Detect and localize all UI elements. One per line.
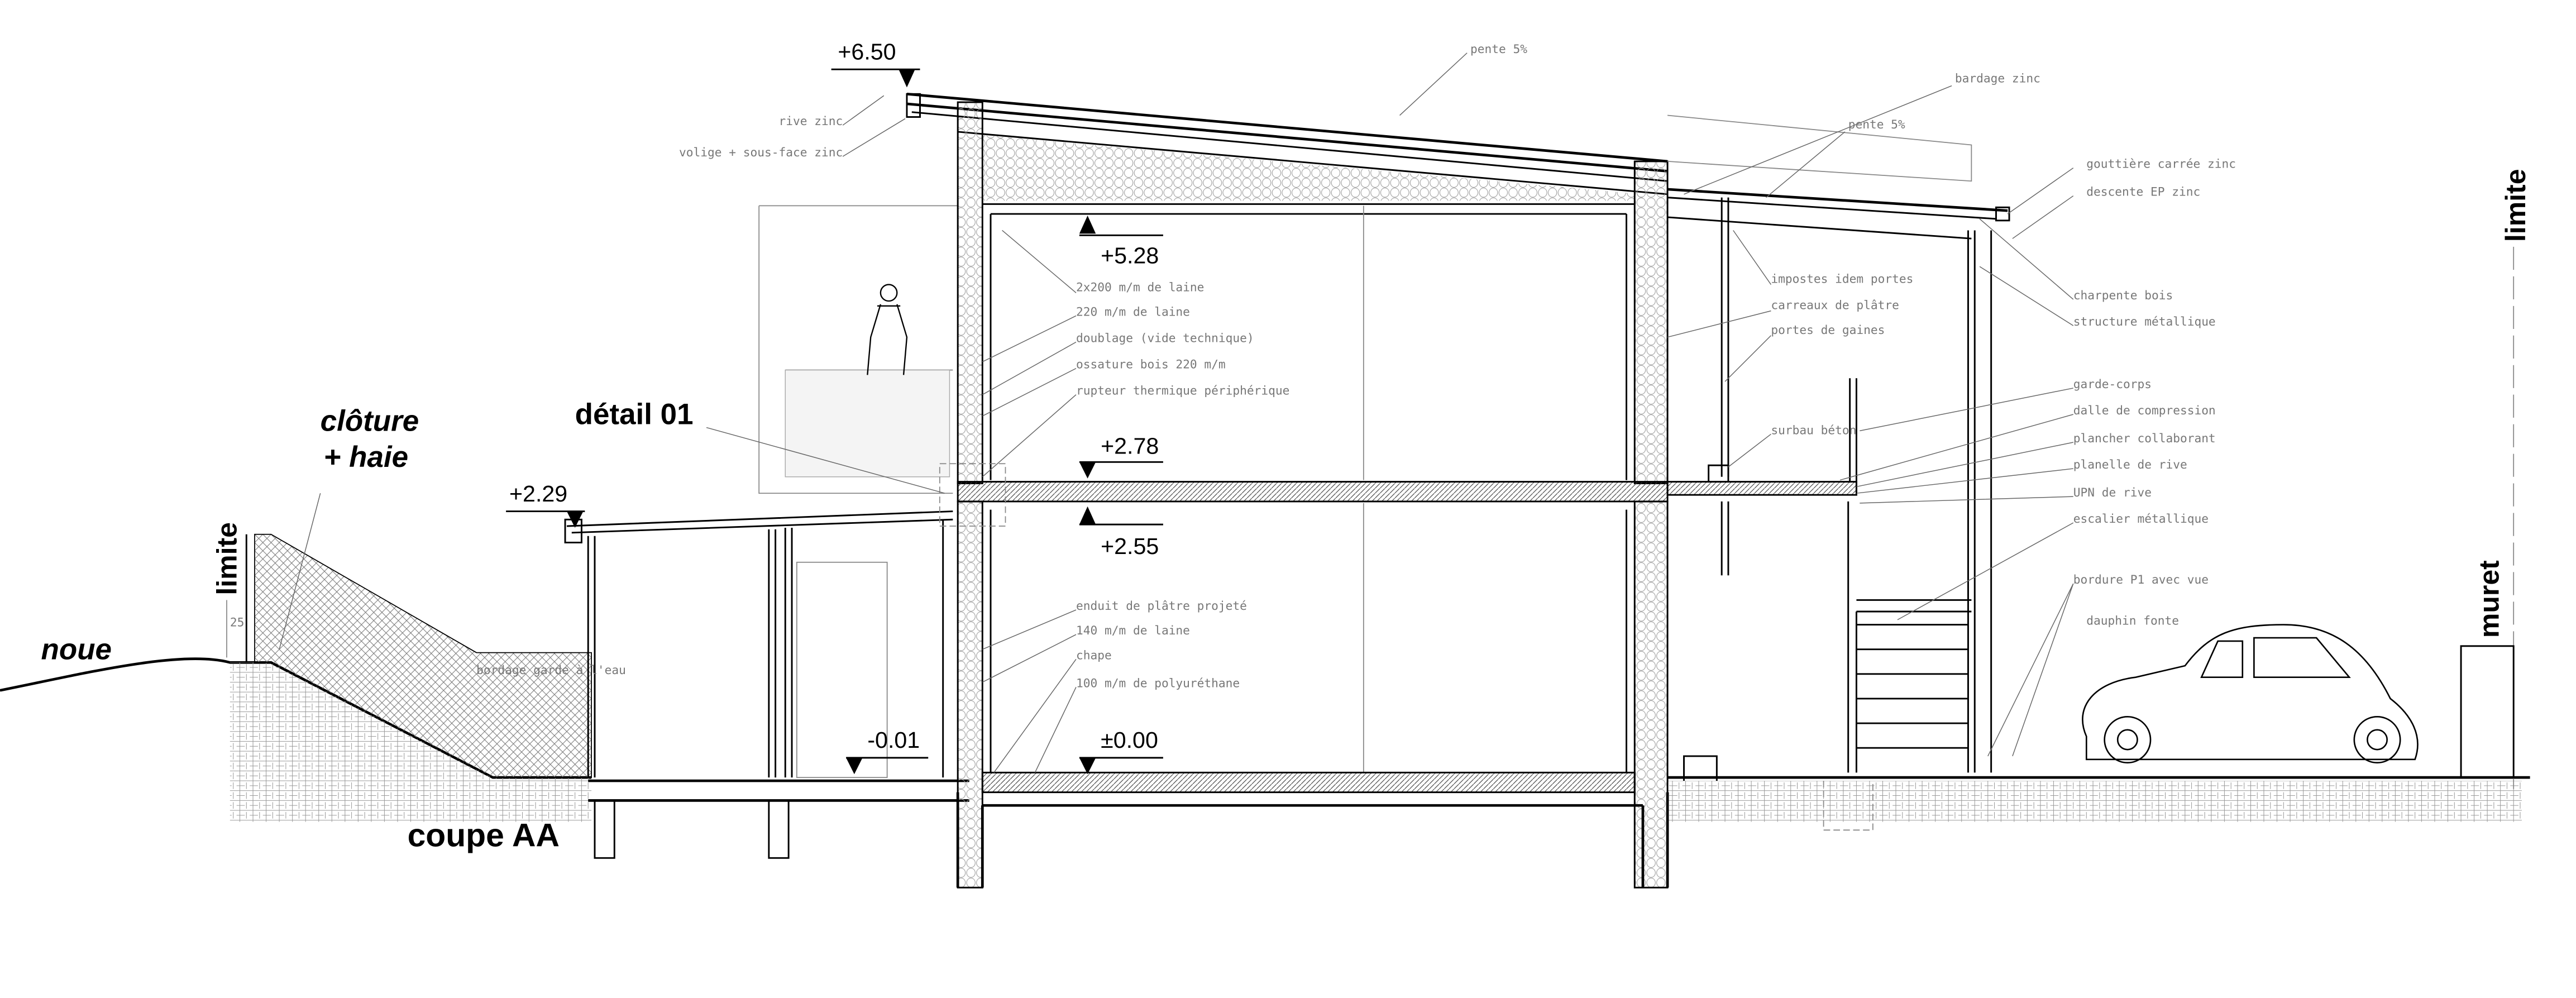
level-annex-roof: +2.29 <box>509 481 567 507</box>
intermediate-floor <box>957 481 1669 503</box>
balcony-slab <box>1666 481 1857 496</box>
person-figure-icon <box>867 284 908 375</box>
ditch-label: noue <box>41 633 112 666</box>
level-annex-floor: -0.01 <box>867 727 920 753</box>
hedge-label: + haie <box>324 441 409 474</box>
wall-right-upper <box>1633 160 1669 485</box>
level-upper-floor: +2.78 <box>1101 433 1159 459</box>
annotation: UPN de rive <box>2073 485 2152 499</box>
limit-right-label: limite <box>2500 169 2531 242</box>
edge-label: rive zinc <box>778 114 843 128</box>
annotation: dauphin fonte <box>2086 614 2179 628</box>
level-floor-underside: +2.55 <box>1101 533 1159 559</box>
annotation: enduit de plâtre projeté <box>1076 599 1247 613</box>
annotation: chape <box>1076 648 1112 662</box>
wall-left-lower <box>957 500 983 889</box>
terrain <box>0 246 2530 822</box>
limit-left-label: limite <box>212 522 243 595</box>
cladding-label: bardage zinc <box>1955 71 2040 85</box>
railing-glass <box>785 369 950 477</box>
leader-lines <box>279 52 2074 773</box>
earth-fill-left <box>230 662 592 822</box>
annotation: carreaux de plâtre <box>1771 298 1899 312</box>
lower-wall-annotations: enduit de plâtre projeté 140 m/m de lain… <box>1076 599 1247 690</box>
annotation: impostes idem portes <box>1771 272 1913 286</box>
offset-dimension: 25 <box>230 615 245 629</box>
annotation: 220 m/m de laine <box>1076 304 1190 318</box>
annotation: 2x200 m/m de laine <box>1076 280 1204 294</box>
annotation: 140 m/m de laine <box>1076 623 1190 637</box>
level-markers <box>506 68 1163 775</box>
roof-insulation <box>982 135 1643 201</box>
annex-slope-label: pente 5% <box>1848 117 1905 131</box>
annex-annotations: garde-corps dalle de compression planche… <box>2073 377 2216 628</box>
car-icon <box>2082 624 2419 764</box>
upper-wall-annotations: 2x200 m/m de laine 220 m/m de laine doub… <box>1076 280 1289 397</box>
steel-structure-label: structure métallique <box>2073 314 2216 328</box>
level-ground-floor: ±0.00 <box>1101 727 1158 753</box>
roof-slope-label: pente 5% <box>1470 42 1527 56</box>
level-ceiling: +5.28 <box>1101 242 1159 268</box>
annotation: portes de gaines <box>1771 323 1885 337</box>
annotation: 100 m/m de polyuréthane <box>1076 676 1240 690</box>
annotation: ossature bois 220 m/m <box>1076 357 1226 371</box>
main-building <box>906 92 1669 889</box>
annotation: dalle de compression <box>2073 403 2216 417</box>
low-wall <box>2460 645 2515 779</box>
downpipe-label: descente EP zinc <box>2086 185 2200 199</box>
ground-slab <box>981 771 1636 794</box>
annotation: escalier métallique <box>2073 512 2209 526</box>
gutter-label: gouttière carrée zinc <box>2086 157 2236 171</box>
annotation: surbau béton <box>1771 423 1856 437</box>
fence-hedge-bank <box>254 533 592 779</box>
left-annex <box>564 205 969 859</box>
detail-label: détail 01 <box>575 398 694 431</box>
annotation: doublage (vide technique) <box>1076 331 1254 345</box>
annotation: rupteur thermique périphérique <box>1076 384 1289 398</box>
wall-right-lower <box>1633 500 1669 889</box>
wall-left-upper <box>957 101 983 485</box>
timber-frame-label: charpente bois <box>2073 288 2173 302</box>
metal-staircase <box>1855 599 1972 773</box>
fence-label: clôture <box>321 404 419 437</box>
annotation: plancher collaborant <box>2073 431 2216 445</box>
ground-fill-right <box>1667 781 2522 822</box>
right-annex <box>1666 114 2010 831</box>
soffit-label: volige + sous-face zinc <box>679 145 843 159</box>
annotation: planelle de rive <box>2073 457 2187 471</box>
bank-note: bordage garde à l'eau <box>476 663 626 677</box>
low-wall-label: muret <box>2474 560 2505 638</box>
annotation: bordure P1 avec vue <box>2073 572 2209 586</box>
annotation: garde-corps <box>2073 377 2152 391</box>
interior-annotations: impostes idem portes carreaux de plâtre … <box>1771 272 1913 437</box>
section-title: coupe AA <box>408 818 560 854</box>
level-roof-top: +6.50 <box>838 39 896 65</box>
